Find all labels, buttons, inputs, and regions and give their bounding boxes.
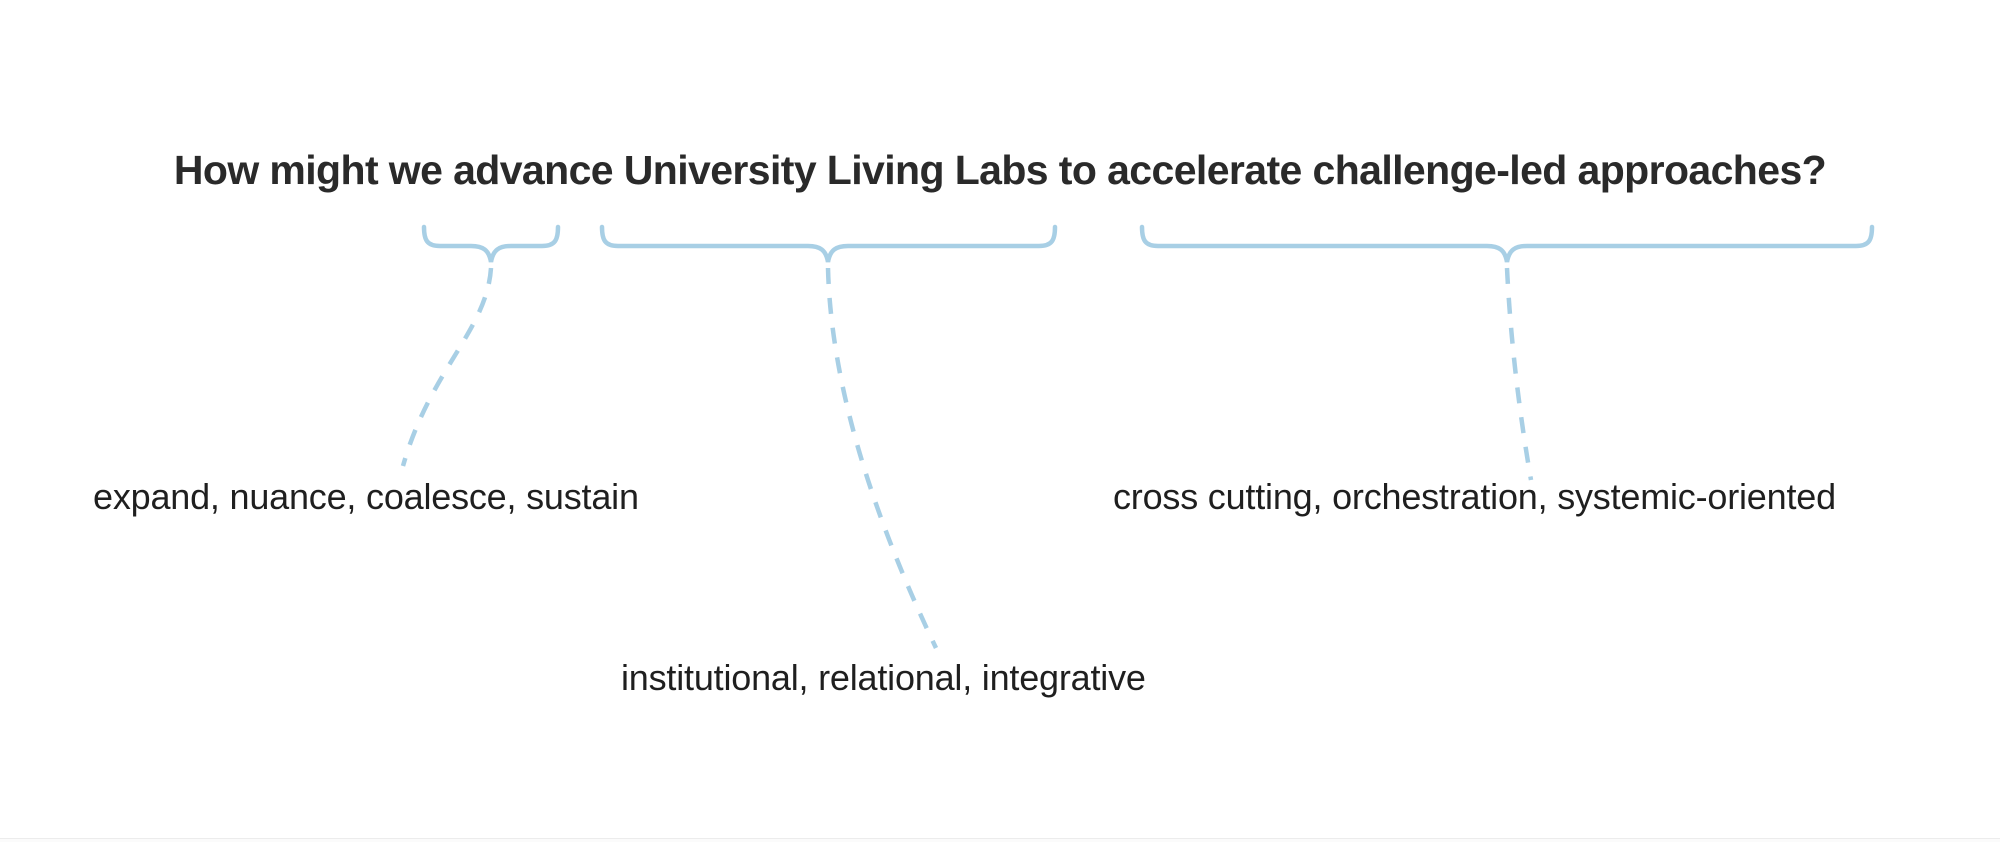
annotation-label-cross-cutting: cross cutting, orchestration, systemic-o…: [1113, 476, 1836, 517]
annotation-label-institutional: institutional, relational, integrative: [621, 657, 1146, 698]
page-title: How might we advance University Living L…: [173, 147, 1827, 193]
dashed-connector-bottom: [825, 267, 939, 649]
dashed-connector-right: [1504, 267, 1534, 481]
underbrace-small-icon: [421, 224, 561, 263]
underbrace-medium-icon: [599, 224, 1058, 263]
underbrace-large-icon: [1139, 224, 1875, 263]
bottom-divider: [0, 838, 2000, 842]
annotation-label-expand: expand, nuance, coalesce, sustain: [93, 476, 639, 517]
dashed-connector-left: [400, 267, 494, 467]
